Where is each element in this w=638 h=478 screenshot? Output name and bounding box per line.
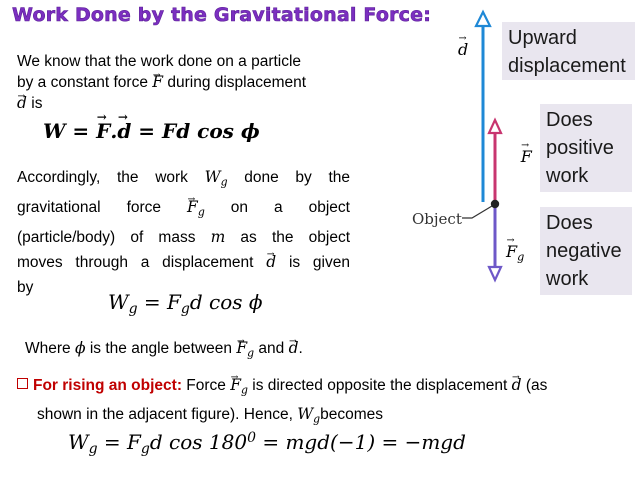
accord-line-5: by	[17, 278, 34, 296]
gravity-arrowhead-icon	[487, 265, 503, 283]
object-point	[490, 199, 500, 209]
equation-gravitational-work: Wg = Fgd cos ϕ	[108, 290, 263, 318]
object-label: Object	[412, 210, 462, 228]
accordingly-paragraph: Accordingly, the work Wg done by the gra…	[17, 165, 350, 300]
intro-line-1: We know that the work done on a particle	[17, 53, 302, 70]
upward-displacement-box: Upward displacement	[502, 22, 635, 80]
displacement-arrowhead-icon	[474, 9, 492, 28]
accord-line-1: Accordingly, the work Wg done by the	[17, 168, 350, 189]
slide-title: Work Done by the Gravitational Force:	[12, 4, 432, 27]
bullet-square-icon	[17, 378, 28, 389]
intro-line-2: by a constant force F during displacemen…	[17, 65, 352, 93]
positive-work-box: Does positive work	[540, 104, 632, 192]
label-d: d	[458, 33, 468, 59]
accord-line-3: (particle/body) of mass m as the object	[17, 227, 350, 246]
equation-rising-work: Wg = Fgd cos 1800 = mgd(−1) = −mgd	[68, 430, 466, 458]
rising-line-2: shown in the adjacent figure). Hence, Wg…	[37, 405, 384, 426]
accord-line-4: moves through a displacement d is given	[17, 243, 350, 276]
intro-paragraph: We know that the work done on a particle…	[17, 51, 352, 114]
equation-work-definition: W = F.d = Fd cos ϕ	[43, 110, 260, 143]
where-line: Where ϕ is the angle between Fg and d.	[25, 331, 303, 363]
label-F: F	[521, 140, 532, 166]
object-pointer-line	[462, 205, 493, 219]
force-diagram	[462, 9, 503, 283]
rising-line-1: For rising an object: Force Fg is direct…	[17, 366, 629, 402]
applied-force-arrowhead-icon	[487, 117, 503, 135]
label-Fg: Fg	[506, 235, 524, 264]
rising-bullet: For rising an object: Force Fg is direct…	[17, 366, 629, 432]
intro-line-3: d is	[17, 86, 352, 114]
negative-work-box: Does negative work	[540, 207, 632, 295]
accord-line-2: gravitational force Fg on a object	[17, 188, 350, 225]
